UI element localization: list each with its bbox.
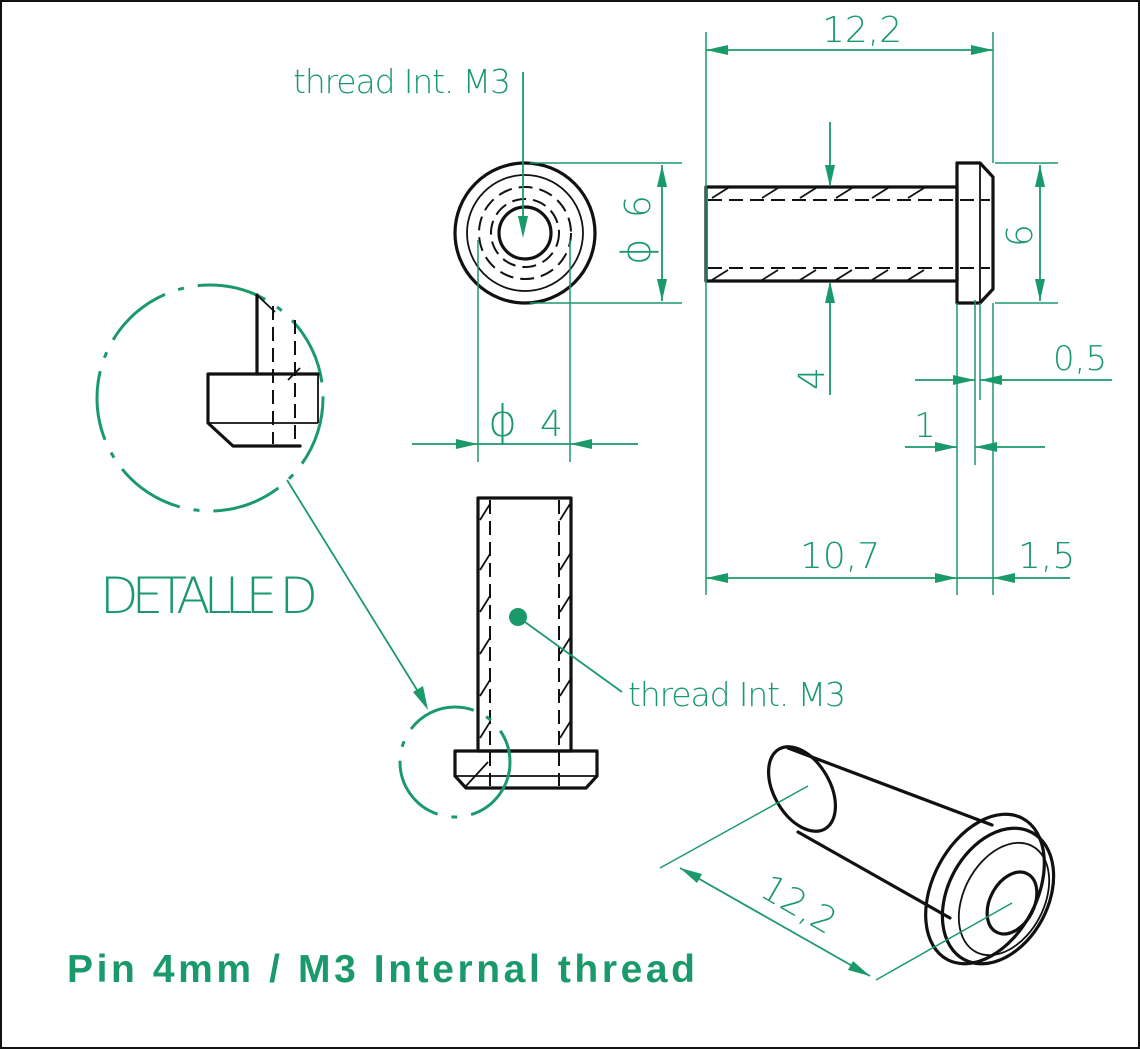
shank-diameter-symbol: ϕ <box>488 396 517 447</box>
head-thickness-label: 1,5 <box>1018 536 1075 577</box>
iso-view <box>766 745 1056 966</box>
shank-height-label: 4 <box>792 367 833 390</box>
detail-d: DETALLE D <box>95 283 512 819</box>
front-view <box>453 496 599 790</box>
detail-label: DETALLE D <box>100 567 318 625</box>
head-diameter-symbol: ϕ <box>614 239 660 265</box>
chamfer-label: 0,5 <box>1053 339 1107 379</box>
head-height-label: 6 <box>1000 224 1041 247</box>
front-view-annotation: thread Int. M3 <box>509 608 846 714</box>
thread-label-top: thread Int. M3 <box>293 62 511 101</box>
top-view <box>453 161 597 305</box>
drawing-title: Pin 4mm / M3 Internal thread <box>67 948 695 991</box>
overall-length-label: 12,2 <box>822 10 902 51</box>
shank-length-label: 10,7 <box>800 536 880 577</box>
thread-label-front: thread Int. M3 <box>628 675 846 714</box>
side-view-dimensions: 12,2 6 4 0,5 1 10,7 <box>705 10 1112 595</box>
head-step-label: 1 <box>914 406 936 446</box>
top-view-dimensions: thread Int. M3 ϕ 6 ϕ 4 <box>293 62 682 462</box>
side-view <box>704 161 995 305</box>
shank-diameter-value: 4 <box>540 404 563 445</box>
head-diameter-value: 6 <box>618 195 659 218</box>
iso-length-label: 12,2 <box>754 867 844 943</box>
